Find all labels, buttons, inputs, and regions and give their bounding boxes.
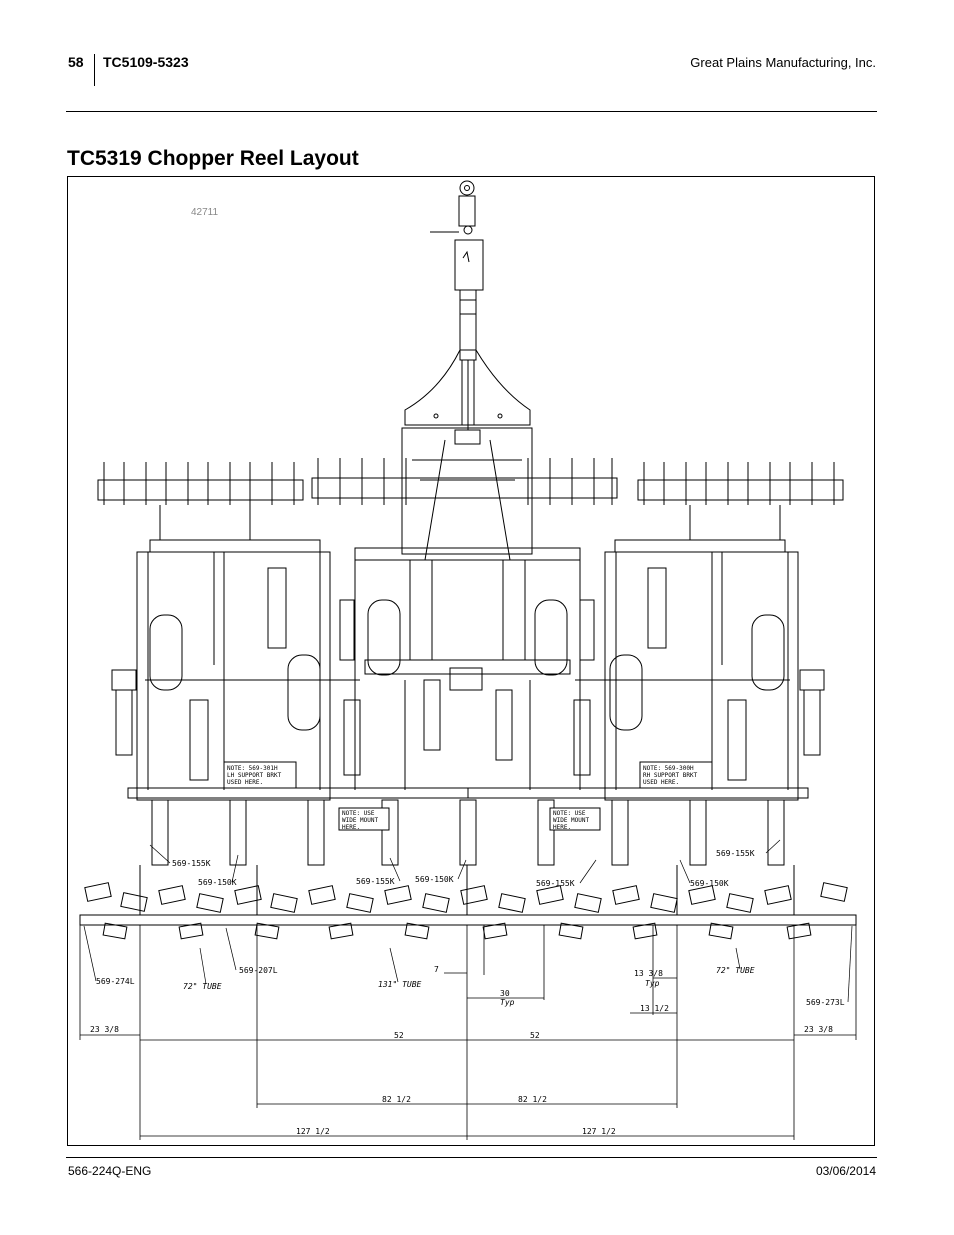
note-box-center-right — [549, 807, 601, 831]
dim-label: 52 — [394, 1031, 404, 1040]
part-label: 569-150K — [198, 878, 237, 887]
dim-label: 30 — [500, 989, 510, 998]
dim-label: 82 1/2 — [382, 1095, 411, 1104]
center-frame — [354, 427, 581, 691]
figure-id: 42711 — [191, 207, 219, 218]
note-right-line-2: RH SUPPORT BRKT — [643, 772, 698, 779]
part-label: 569-155K — [172, 859, 211, 868]
figure-frame — [67, 176, 875, 1146]
model-number: TC5109-5323 — [103, 54, 189, 70]
dim-label: 13 3/8 — [634, 969, 663, 978]
tube-label-72-left: 72" TUBE — [183, 982, 222, 991]
dim-label: Typ — [500, 998, 515, 1007]
part-label: 569-155K — [356, 877, 395, 886]
note-box-center-left — [338, 807, 390, 831]
note-right-line-3: USED HERE. — [643, 779, 679, 786]
dim-label: 52 — [530, 1031, 540, 1040]
tires — [149, 599, 785, 731]
tube-label-72-right: 72" TUBE — [716, 966, 755, 975]
disc-gangs — [97, 458, 844, 540]
part-label-tube: 569-207L — [239, 966, 278, 975]
dim-label: 23 3/8 — [804, 1025, 833, 1034]
reel-tubes — [79, 865, 857, 940]
company-name: Great Plains Manufacturing, Inc. — [690, 55, 876, 70]
tube-label-131: 131" TUBE — [378, 980, 422, 989]
dim-label: 82 1/2 — [518, 1095, 547, 1104]
springs — [111, 567, 825, 866]
note-center-left-line-1: NOTE: USE — [342, 810, 375, 817]
center-lower-frame — [354, 560, 581, 790]
dim-label: 7 — [434, 965, 439, 974]
footer-rule — [66, 1157, 877, 1158]
note-left-line-2: LH SUPPORT BRKT — [227, 772, 282, 779]
note-box-right — [639, 761, 713, 789]
part-label-end-left: 569-274L — [96, 977, 135, 986]
left-frame — [127, 539, 469, 801]
note-center-right-line-1: NOTE: USE — [553, 810, 586, 817]
document-number: 566-224Q-ENG — [68, 1164, 152, 1178]
note-right-line-1: NOTE: 569-300H — [643, 765, 694, 772]
page-number: 58 — [68, 54, 84, 70]
note-center-right-line-2: WIDE MOUNT — [553, 817, 590, 824]
right-frame — [467, 539, 809, 801]
dim-label: 13 1/2 — [640, 1004, 669, 1013]
section-title: TC5319 Chopper Reel Layout — [67, 147, 359, 170]
part-label: 569-150K — [690, 879, 729, 888]
hitch-tongue — [404, 180, 531, 430]
publication-date: 03/06/2014 — [815, 1164, 876, 1178]
note-box-left — [223, 761, 297, 789]
note-center-left-line-2: WIDE MOUNT — [342, 817, 379, 824]
part-label: 569-155K — [536, 879, 575, 888]
dim-label: 23 3/8 — [90, 1025, 119, 1034]
header-divider — [94, 54, 95, 86]
note-left-line-1: NOTE: 569-301H — [227, 765, 278, 772]
dim-label: 127 1/2 — [582, 1127, 616, 1136]
note-left-line-3: USED HERE. — [227, 779, 263, 786]
part-label: 569-150K — [415, 875, 454, 884]
note-center-right-line-3: HERE. — [553, 824, 571, 831]
dim-label: 127 1/2 — [296, 1127, 330, 1136]
part-label-end-right: 569-273L — [806, 998, 845, 1007]
header-rule — [66, 111, 877, 112]
part-label: 569-155K — [716, 849, 755, 858]
dimension-lines — [79, 925, 857, 1140]
note-center-left-line-3: HERE. — [342, 824, 360, 831]
dim-label: Typ — [645, 979, 660, 988]
